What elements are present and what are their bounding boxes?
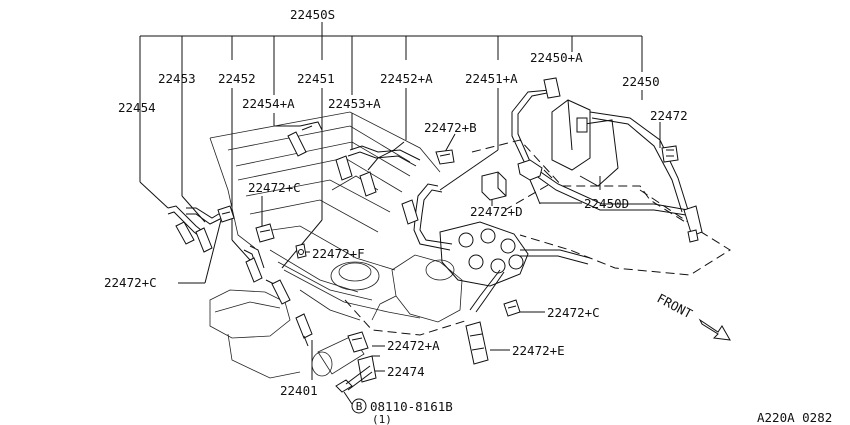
label-22450d: 22450D [584, 196, 629, 211]
label-22472-c-left: 22472+C [104, 275, 157, 290]
clip-22472-c-top [255, 223, 275, 243]
label-22472-c-right: 22472+C [547, 305, 600, 320]
leader-lines [139, 22, 661, 380]
clip-22472-d [481, 171, 507, 201]
label-22451: 22451 [297, 71, 335, 86]
bolt [335, 365, 373, 405]
clip-22472-e [465, 321, 489, 365]
label-22474: 22474 [387, 364, 425, 379]
part-labels: 22450S 22454 22453 22452 22451 22454+A 2… [104, 7, 832, 425]
label-22453: 22453 [158, 71, 196, 86]
label-22451-a: 22451+A [465, 71, 518, 86]
plug-wire-22452a [359, 141, 405, 197]
bracket-22474 [357, 355, 377, 383]
plug-wire-22451 [265, 279, 291, 305]
label-front: FRONT [655, 290, 696, 321]
label-22472-a: 22472+A [387, 338, 440, 353]
label-22453-a: 22453+A [328, 96, 381, 111]
bolt-marker-circle: B [351, 398, 367, 414]
bolt-marker-letter: B [356, 400, 363, 413]
label-22452: 22452 [218, 71, 256, 86]
distributor-cap [439, 221, 591, 313]
label-22450s: 22450S [290, 7, 335, 22]
plug-wire-22453 [186, 207, 223, 253]
clip-22472-a [347, 331, 369, 353]
label-22472-c-top: 22472+C [248, 180, 301, 195]
label-08110-8161b: 08110-8161B [370, 399, 453, 414]
label-22472: 22472 [650, 108, 688, 123]
label-diagram-code: A220A 0282 [757, 410, 832, 425]
label-22472-b: 22472+B [424, 120, 477, 135]
bracket-22450d [517, 159, 553, 205]
label-22401: 22401 [280, 383, 318, 398]
front-arrow-icon [698, 318, 731, 341]
plug-wire-22453a [335, 145, 421, 181]
plug-wire-22451a [401, 183, 453, 251]
clip-22472-c-right [503, 299, 521, 317]
label-22450-a: 22450+A [530, 50, 583, 65]
spark-plug [295, 313, 313, 347]
plug-wire-22454 [167, 205, 207, 245]
ignition-coil-assembly [511, 77, 703, 243]
label-22452-a: 22452+A [380, 71, 433, 86]
clip-22472-c-left [217, 205, 235, 223]
engine-block [209, 111, 463, 379]
plug-wire-22454a [287, 121, 323, 157]
plug-wire-22452 [243, 245, 265, 283]
label-22450: 22450 [622, 74, 660, 89]
label-22454-a: 22454+A [242, 96, 295, 111]
label-22472-e: 22472+E [512, 343, 565, 358]
label-quantity: (1) [372, 413, 392, 425]
label-22472-d: 22472+D [470, 204, 523, 219]
clip-22472-f [295, 243, 307, 259]
label-22472-f: 22472+F [312, 246, 365, 261]
label-22454: 22454 [118, 100, 156, 115]
clip-22472-b [435, 149, 455, 165]
